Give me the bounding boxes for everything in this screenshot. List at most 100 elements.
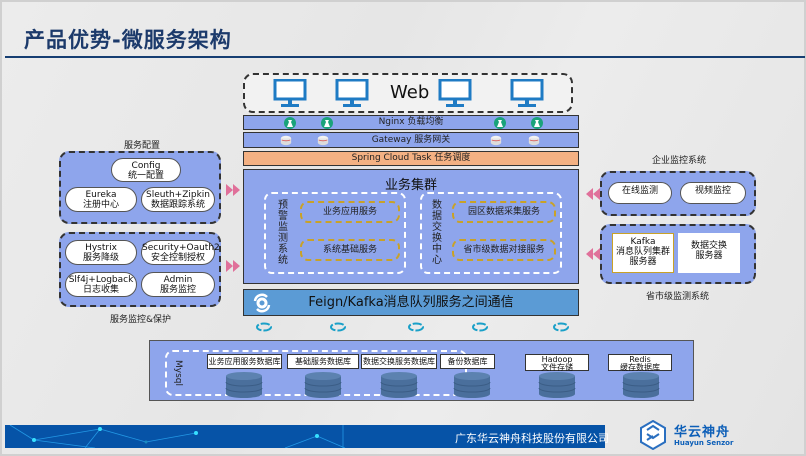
provincial-monitor-group: Kafka 消息队列集群 服务器 数据交换 服务器 bbox=[600, 224, 756, 284]
arrow-left-icon bbox=[586, 248, 600, 260]
db-label: 数据交换服务数据库 bbox=[361, 354, 437, 369]
gateway-label: Gateway 服务网关 bbox=[371, 135, 451, 145]
company-name: 广东华云神舟科技股份有限公司 bbox=[455, 432, 609, 445]
router-icon bbox=[528, 135, 540, 146]
nginx-layer: Nginx 负载均衡 bbox=[243, 115, 579, 130]
company-logo-icon bbox=[640, 420, 666, 450]
router-icon bbox=[490, 135, 502, 146]
logo-chinese: 华云神舟 bbox=[674, 425, 731, 440]
label-line2: 缓存数据库 bbox=[620, 363, 660, 372]
pill-line2: 注册中心 bbox=[82, 200, 119, 210]
database-icon bbox=[225, 372, 263, 398]
monitor-icon bbox=[335, 79, 369, 107]
pill-line1: Slf4j+Logback bbox=[68, 275, 134, 285]
monitor-icon bbox=[273, 79, 307, 107]
config-pill: Config 统一配置 bbox=[111, 158, 181, 182]
router-icon bbox=[317, 135, 329, 146]
service-item: 省市级数据对接服务 bbox=[452, 239, 556, 261]
load-balancer-icon bbox=[284, 117, 296, 129]
online-monitor-pill: 在线监测 bbox=[608, 182, 672, 204]
service-monitor-caption: 服务监控&保护 bbox=[110, 315, 172, 325]
sync-icon bbox=[408, 322, 424, 332]
hystrix-pill: Hystrix 服务降级 bbox=[65, 240, 137, 265]
kafka-server-card: Kafka 消息队列集群 服务器 bbox=[612, 233, 674, 273]
sync-icon bbox=[472, 322, 488, 332]
pill-line2: 服务监控 bbox=[159, 285, 196, 295]
monitor-icon bbox=[438, 79, 472, 107]
pill-line2: 统一配置 bbox=[127, 171, 164, 181]
task-label: Spring Cloud Task 任务调度 bbox=[351, 153, 471, 163]
pill-line1: Security+Oauth2 bbox=[142, 243, 220, 253]
warning-monitor-system-group: 预警监测系统 业务应用服务 系统基础服务 bbox=[264, 192, 406, 274]
db-label: 业务应用服务数据库 bbox=[207, 354, 282, 369]
service-config-caption: 服务配置 bbox=[124, 141, 161, 151]
pill-line1: Eureka bbox=[85, 190, 117, 200]
arrow-left-icon bbox=[586, 188, 600, 200]
task-scheduling-layer: Spring Cloud Task 任务调度 bbox=[243, 151, 579, 166]
pill-line2: 日志收集 bbox=[82, 285, 119, 295]
security-oauth2-pill: Security+Oauth2 安全控制授权 bbox=[141, 240, 220, 265]
database-icon bbox=[622, 372, 660, 398]
database-icon bbox=[304, 372, 342, 398]
gateway-layer: Gateway 服务网关 bbox=[243, 132, 579, 148]
service-item: 业务应用服务 bbox=[300, 201, 400, 223]
pill-line1: Sleuth+Zipkin bbox=[145, 190, 211, 200]
sync-icon bbox=[553, 322, 569, 332]
sleuth-zipkin-pill: Sleuth+Zipkin 数据跟踪系统 bbox=[141, 187, 215, 212]
logo-english: Huayun Senzor bbox=[674, 439, 734, 447]
database-icon bbox=[380, 372, 418, 398]
database-icon bbox=[538, 372, 576, 398]
service-item: 园区数据采集服务 bbox=[452, 201, 556, 223]
web-label: Web bbox=[390, 82, 430, 103]
router-icon bbox=[280, 135, 292, 146]
label-line2: 文件存储 bbox=[541, 363, 573, 372]
pill-line2: 服务降级 bbox=[82, 253, 119, 263]
cluster-title: 业务集群 bbox=[384, 178, 437, 193]
video-monitor-pill: 视频监控 bbox=[680, 182, 746, 204]
database-icon bbox=[453, 372, 491, 398]
page-title: 产品优势-微服务架构 bbox=[24, 28, 232, 52]
service-config-group: Config 统一配置 Eureka 注册中心 Sleuth+Zipkin 数据… bbox=[59, 151, 221, 224]
sync-gear-icon bbox=[253, 293, 271, 313]
warning-monitor-system-label: 预警监测系统 bbox=[278, 200, 288, 266]
service-item: 系统基础服务 bbox=[300, 239, 400, 261]
label-line1: Hadoop bbox=[541, 355, 573, 364]
db-label: 基础服务数据库 bbox=[287, 354, 359, 369]
db-label: 备份数据库 bbox=[440, 354, 495, 369]
slf4j-logback-pill: Slf4j+Logback 日志收集 bbox=[65, 272, 137, 297]
nginx-label: Nginx 负载均衡 bbox=[378, 117, 444, 127]
footer-bar bbox=[5, 425, 605, 448]
title-divider bbox=[5, 56, 805, 58]
card-line1: Kafka bbox=[630, 237, 656, 247]
pill-line1: Config bbox=[131, 161, 161, 171]
card-line3: 服务器 bbox=[629, 257, 657, 267]
arrow-right-icon bbox=[226, 184, 240, 196]
pill-line1: Hystrix bbox=[85, 243, 117, 253]
message-queue-label: Feign/Kafka消息队列服务之间通信 bbox=[308, 295, 514, 310]
sync-icon bbox=[256, 322, 272, 332]
monitor-icon bbox=[510, 79, 544, 107]
network-decoration bbox=[9, 425, 346, 448]
enterprise-monitor-caption: 企业监控系统 bbox=[652, 156, 707, 166]
sync-icon bbox=[330, 322, 346, 332]
admin-pill: Admin 服务监控 bbox=[141, 272, 215, 297]
enterprise-monitor-group: 在线监测 视频监控 bbox=[600, 171, 756, 216]
business-cluster: 业务集群 预警监测系统 业务应用服务 系统基础服务 数据交换中心 园区数据采集服… bbox=[243, 169, 579, 284]
hadoop-label: Hadoop 文件存储 bbox=[525, 354, 589, 372]
pill-line2: 安全控制授权 bbox=[150, 253, 205, 263]
load-balancer-icon bbox=[321, 117, 333, 129]
message-queue-layer: Feign/Kafka消息队列服务之间通信 bbox=[243, 289, 579, 316]
card-line2: 消息队列集群 bbox=[615, 247, 670, 257]
pill-line2: 数据跟踪系统 bbox=[150, 200, 205, 210]
label-line1: Redis bbox=[629, 355, 651, 364]
service-monitor-group: Hystrix 服务降级 Security+Oauth2 安全控制授权 Slf4… bbox=[59, 232, 221, 307]
provincial-monitor-caption: 省市级监测系统 bbox=[646, 292, 710, 302]
data-exchange-center-label: 数据交换中心 bbox=[432, 200, 442, 266]
storage-layer: Mysql 业务应用服务数据库 基础服务数据库 数据交换服务数据库 备份数据库 … bbox=[149, 340, 694, 401]
redis-label: Redis 缓存数据库 bbox=[608, 354, 672, 372]
card-line2: 服务器 bbox=[695, 251, 723, 261]
load-balancer-icon bbox=[494, 117, 506, 129]
data-exchange-center-group: 数据交换中心 园区数据采集服务 省市级数据对接服务 bbox=[420, 192, 562, 274]
pill-line1: Admin bbox=[163, 275, 193, 285]
